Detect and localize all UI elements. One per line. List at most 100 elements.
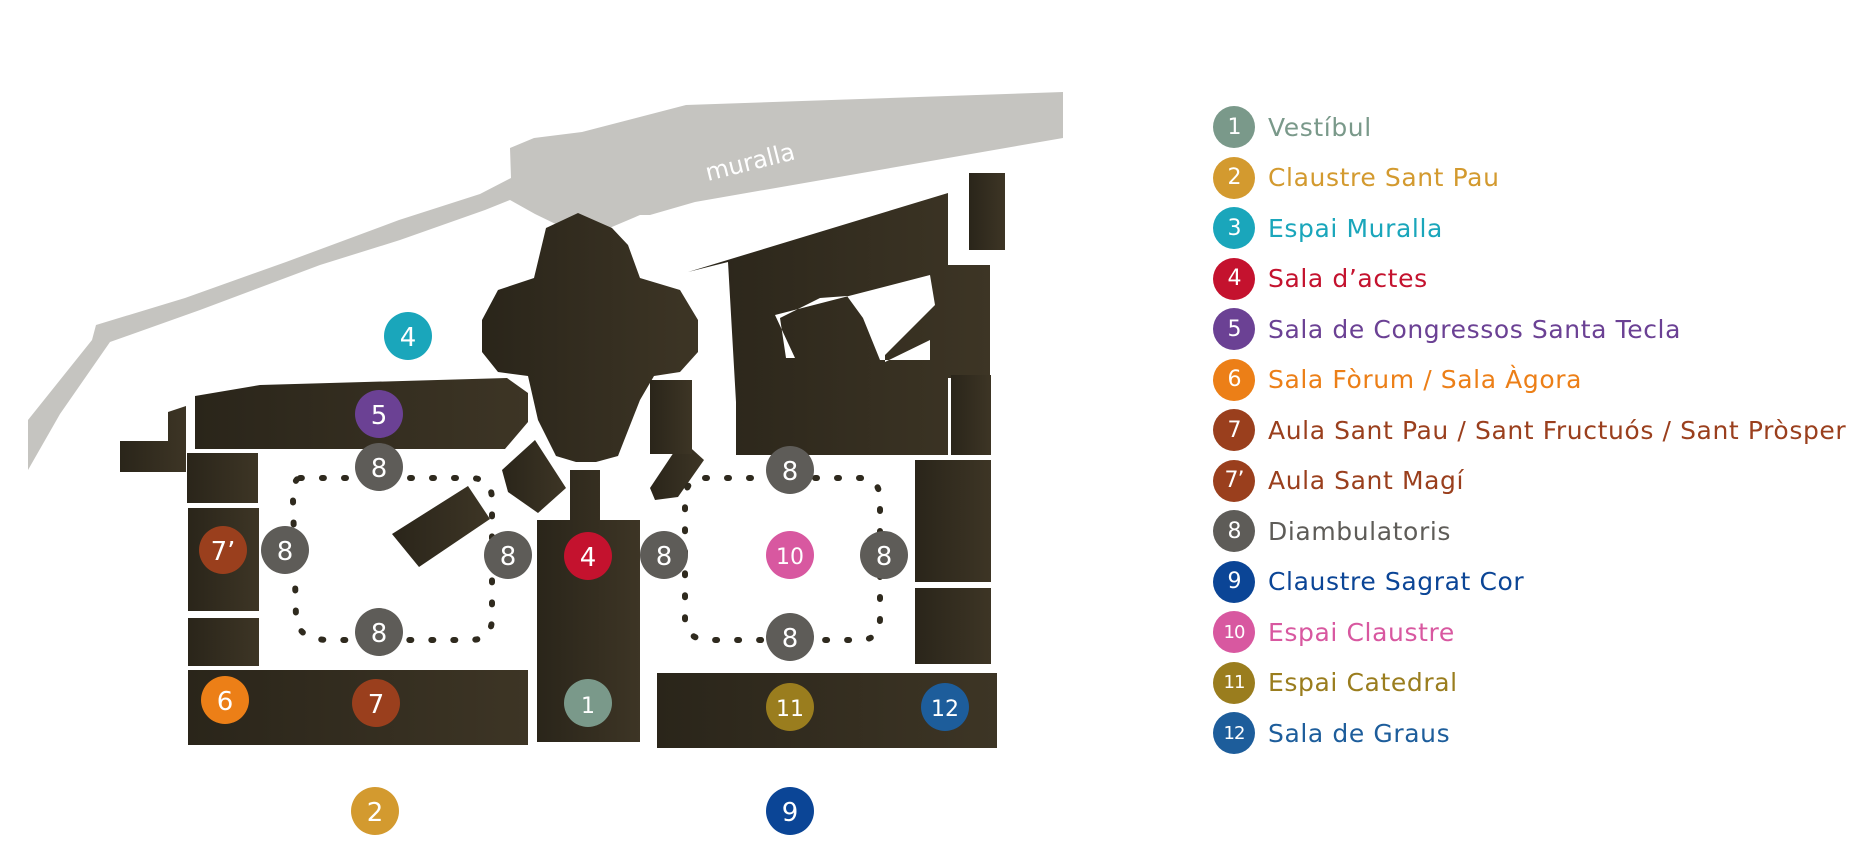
ambulatory-paths bbox=[289, 475, 883, 643]
svg-text:10: 10 bbox=[776, 545, 804, 570]
legend-marker: 4 bbox=[1213, 257, 1255, 300]
marker-9[interactable]: 9 bbox=[766, 787, 814, 835]
legend-label: Espai Muralla bbox=[1268, 213, 1443, 243]
marker-8b[interactable]: 8 bbox=[261, 526, 309, 574]
legend-label: Diambulatoris bbox=[1268, 516, 1451, 546]
marker-7[interactable]: 7 bbox=[352, 679, 400, 727]
svg-text:8: 8 bbox=[371, 454, 388, 484]
legend-marker: 1 bbox=[1213, 106, 1255, 149]
block-right-small bbox=[650, 380, 692, 454]
legend-label: Espai Claustre bbox=[1268, 617, 1455, 647]
marker-10[interactable]: 10 bbox=[766, 531, 814, 579]
svg-text:4: 4 bbox=[580, 543, 597, 573]
legend-item-12[interactable]: 11 Espai Catedral bbox=[1213, 658, 1846, 709]
block-left-corner bbox=[187, 453, 258, 503]
block-right-3 bbox=[915, 588, 991, 664]
legend-label: Sala d’actes bbox=[1268, 264, 1428, 294]
legend-marker: 3 bbox=[1213, 207, 1255, 250]
svg-text:8: 8 bbox=[500, 542, 517, 572]
legend-label: Claustre Sagrat Cor bbox=[1268, 567, 1525, 597]
marker-5[interactable]: 5 bbox=[355, 390, 403, 438]
legend-item-5[interactable]: 5 Sala de Congressos Santa Tecla bbox=[1213, 304, 1846, 355]
map-markers: 4 5 8 8 8 8 7’ 6 bbox=[199, 312, 969, 835]
marker-8e[interactable]: 8 bbox=[640, 531, 688, 579]
legend-marker: 7 bbox=[1213, 409, 1255, 452]
block-sacristy-right bbox=[650, 440, 704, 500]
block-left-annex bbox=[120, 406, 186, 472]
legend-item-8[interactable]: 7’ Aula Sant Magí bbox=[1213, 456, 1846, 507]
legend-marker: 12 bbox=[1213, 712, 1255, 755]
courtyard-openings bbox=[775, 275, 935, 362]
building-blocks bbox=[120, 173, 1005, 748]
legend-item-13[interactable]: 12 Sala de Graus bbox=[1213, 708, 1846, 759]
legend-marker: 11 bbox=[1213, 661, 1255, 704]
marker-12[interactable]: 12 bbox=[921, 683, 969, 731]
svg-text:8: 8 bbox=[277, 537, 294, 567]
svg-text:4: 4 bbox=[400, 323, 417, 353]
legend-item-6[interactable]: 6 Sala Fòrum / Sala Àgora bbox=[1213, 355, 1846, 406]
svg-text:9: 9 bbox=[782, 798, 799, 828]
svg-text:12: 12 bbox=[931, 697, 959, 722]
block-right-1 bbox=[951, 375, 991, 455]
svg-text:7: 7 bbox=[368, 690, 385, 720]
legend-marker: 9 bbox=[1213, 560, 1255, 603]
block-sacristy-left bbox=[502, 440, 566, 513]
marker-4[interactable]: 4 bbox=[564, 532, 612, 580]
legend-label: Sala de Graus bbox=[1268, 718, 1451, 748]
legend-item-2[interactable]: 2 Claustre Sant Pau bbox=[1213, 153, 1846, 204]
marker-8g[interactable]: 8 bbox=[860, 531, 908, 579]
block-cruciform bbox=[482, 213, 698, 462]
svg-text:2: 2 bbox=[367, 798, 384, 828]
legend-item-11[interactable]: 10 Espai Claustre bbox=[1213, 607, 1846, 658]
svg-text:5: 5 bbox=[371, 401, 388, 431]
legend-label: Claustre Sant Pau bbox=[1268, 163, 1500, 193]
legend-label: Aula Sant Magí bbox=[1268, 466, 1465, 496]
block-right-large bbox=[688, 193, 990, 455]
marker-3[interactable]: 4 bbox=[384, 312, 432, 360]
legend-item-3[interactable]: 3 Espai Muralla bbox=[1213, 203, 1846, 254]
legend-item-1[interactable]: 1 Vestíbul bbox=[1213, 102, 1846, 153]
svg-text:6: 6 bbox=[217, 687, 234, 717]
legend-marker: 10 bbox=[1213, 611, 1255, 654]
svg-text:7’: 7’ bbox=[211, 537, 236, 567]
legend-item-10[interactable]: 9 Claustre Sagrat Cor bbox=[1213, 557, 1846, 608]
legend-label: Sala de Congressos Santa Tecla bbox=[1268, 314, 1682, 344]
legend: 1 Vestíbul 2 Claustre Sant Pau 3 Espai Murall… bbox=[1213, 102, 1846, 759]
legend-marker: 8 bbox=[1213, 510, 1255, 553]
legend-marker: 7’ bbox=[1213, 459, 1255, 502]
legend-item-4[interactable]: 4 Sala d’actes bbox=[1213, 254, 1846, 305]
marker-8d[interactable]: 8 bbox=[355, 608, 403, 656]
city-wall bbox=[28, 92, 1063, 470]
svg-text:11: 11 bbox=[776, 697, 804, 722]
marker-6[interactable]: 6 bbox=[201, 676, 249, 724]
svg-text:1: 1 bbox=[581, 694, 595, 719]
block-sala-actes bbox=[537, 470, 640, 742]
legend-item-9[interactable]: 8 Diambulatoris bbox=[1213, 506, 1846, 557]
legend-marker: 5 bbox=[1213, 308, 1255, 351]
marker-2[interactable]: 2 bbox=[351, 787, 399, 835]
svg-text:8: 8 bbox=[656, 542, 673, 572]
legend-item-7[interactable]: 7 Aula Sant Pau / Sant Fructuós / Sant Pr… bbox=[1213, 405, 1846, 456]
marker-11[interactable]: 11 bbox=[766, 683, 814, 731]
block-left-lower bbox=[188, 618, 259, 666]
block-right-tower bbox=[969, 173, 1005, 250]
legend-marker: 6 bbox=[1213, 358, 1255, 401]
svg-text:8: 8 bbox=[782, 457, 799, 487]
legend-label: Sala Fòrum / Sala Àgora bbox=[1268, 365, 1583, 395]
marker-8c[interactable]: 8 bbox=[484, 531, 532, 579]
legend-label: Espai Catedral bbox=[1268, 668, 1458, 698]
marker-8a[interactable]: 8 bbox=[355, 443, 403, 491]
svg-text:8: 8 bbox=[782, 624, 799, 654]
legend-marker: 2 bbox=[1213, 156, 1255, 199]
svg-text:8: 8 bbox=[876, 542, 893, 572]
legend-label: Aula Sant Pau / Sant Fructuós / Sant Prò… bbox=[1268, 415, 1847, 445]
marker-7-prime[interactable]: 7’ bbox=[199, 526, 247, 574]
marker-8f[interactable]: 8 bbox=[766, 446, 814, 494]
legend-label: Vestíbul bbox=[1268, 112, 1372, 142]
svg-text:8: 8 bbox=[371, 619, 388, 649]
block-center-diag bbox=[392, 486, 490, 567]
marker-8h[interactable]: 8 bbox=[766, 613, 814, 661]
block-right-2 bbox=[915, 460, 991, 582]
marker-1[interactable]: 1 bbox=[564, 679, 612, 727]
